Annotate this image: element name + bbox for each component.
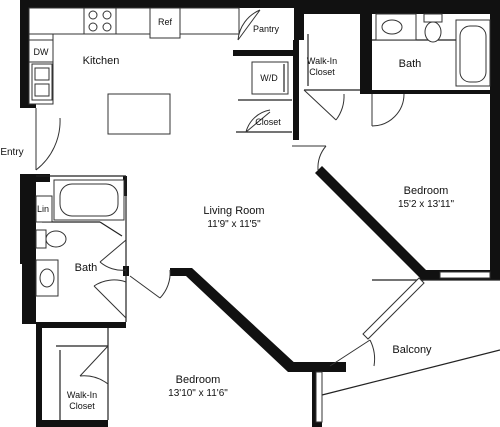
balcony-label: Balcony xyxy=(392,344,432,356)
bath2-sink-icon xyxy=(35,259,59,297)
walk-in-closet-1-label-line2: Closet xyxy=(309,67,335,77)
living-room-dims: 11'9" x 11'5" xyxy=(207,219,261,230)
washer-dryer-icon xyxy=(251,61,289,95)
stove-icon xyxy=(83,7,117,35)
bedroom-2-dims: 13'10" x 11'6" xyxy=(168,388,228,399)
room-labels: Kitchen Pantry Walk-In Closet Bath W/D C… xyxy=(0,17,454,411)
sink-icon xyxy=(31,63,53,101)
bath-1-label: Bath xyxy=(399,58,422,70)
wd-label: W/D xyxy=(260,73,278,83)
bath2-toilet-icon xyxy=(35,229,67,249)
entry-label: Entry xyxy=(0,147,23,158)
closet-label: Closet xyxy=(255,117,281,127)
dw-label: DW xyxy=(34,47,49,57)
refrigerator-icon xyxy=(149,7,181,39)
walls xyxy=(20,0,500,427)
bedroom-1-dims: 15'2 x 13'11" xyxy=(398,199,455,210)
walk-in-closet-2-label-line2: Closet xyxy=(69,401,95,411)
bath2-tub-icon xyxy=(53,179,125,221)
pantry-label: Pantry xyxy=(253,24,280,34)
walk-in-closet-1-label-line1: Walk-In xyxy=(307,56,337,66)
bedroom-1-label: Bedroom xyxy=(404,185,449,197)
walk-in-closet-2-label-line1: Walk-In xyxy=(67,390,97,400)
bedroom-2-label: Bedroom xyxy=(176,374,221,386)
partitions xyxy=(36,39,500,420)
kitchen-counter xyxy=(28,7,240,105)
lin-label: Lin xyxy=(37,204,49,214)
bath-2-label: Bath xyxy=(75,262,98,274)
ref-label: Ref xyxy=(158,17,173,27)
dishwasher-icon xyxy=(28,39,54,63)
windows xyxy=(315,271,491,423)
kitchen-island xyxy=(107,93,171,135)
bath1-toilet-icon xyxy=(423,13,443,43)
kitchen-label: Kitchen xyxy=(83,55,120,67)
bath1-sink-icon xyxy=(375,13,417,41)
bathtub-icon xyxy=(455,19,491,87)
closet-shelves xyxy=(59,34,309,420)
linen-closet xyxy=(35,195,53,223)
doors xyxy=(35,9,405,385)
living-room-label: Living Room xyxy=(203,205,264,217)
